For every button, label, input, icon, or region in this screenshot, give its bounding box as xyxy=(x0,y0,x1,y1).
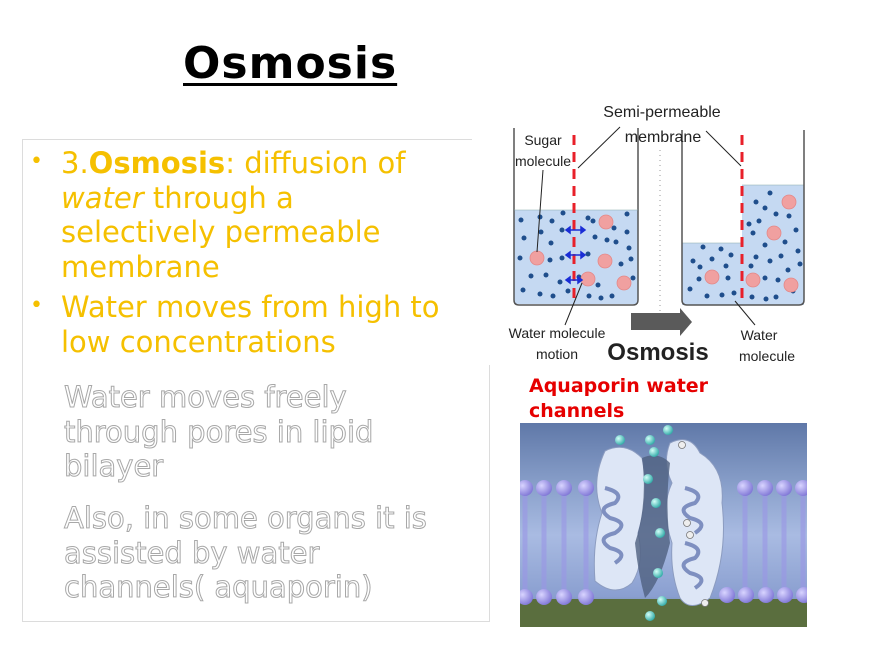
term-water: water xyxy=(61,180,144,215)
overflow-cover xyxy=(472,139,502,365)
outline-text: Water moves freely xyxy=(64,380,348,415)
bullet-list: • 3.Osmosis: diffusion of water through … xyxy=(30,146,480,365)
definition-text: selectively permeable xyxy=(61,215,381,249)
aquaporin-caption-line: channels xyxy=(529,400,625,422)
outline-paragraph-aquaporin: Also, in some organs it is assisted by w… xyxy=(64,501,484,605)
outline-text: Also, in some organs it is xyxy=(64,501,428,536)
outline-text: through pores in lipid xyxy=(64,414,374,449)
bullet-water-movement: • Water moves from high to low concentra… xyxy=(30,290,480,359)
aquaporin-channel-image xyxy=(520,423,807,627)
label-water: Water xyxy=(741,327,778,343)
bullet-dot-icon: • xyxy=(30,149,43,174)
label-water-molecule-motion: Water molecule xyxy=(509,325,606,341)
bullet-text: Water moves from high to xyxy=(61,290,440,324)
term-osmosis: Osmosis xyxy=(88,146,226,180)
outline-text: bilayer xyxy=(64,449,164,484)
osmosis-diagram-image: Semi-permeable membrane Sugar molecule W… xyxy=(509,104,805,366)
bullet-number: 3. xyxy=(61,146,89,180)
content-text-box xyxy=(22,139,490,622)
label-sugar: Sugar xyxy=(524,132,562,148)
definition-text: : diffusion of xyxy=(225,146,406,180)
label-semi-permeable: Semi-permeable xyxy=(603,104,720,121)
aquaporin-caption: Aquaporin water channels xyxy=(529,374,708,424)
bullet-osmosis-definition: • 3.Osmosis: diffusion of water through … xyxy=(30,146,480,284)
definition-text: through a xyxy=(143,180,294,215)
outline-text: channels( aquaporin) xyxy=(64,570,374,605)
definition-text: membrane xyxy=(61,249,220,284)
slide-title: Osmosis xyxy=(183,38,398,89)
aquaporin-caption-line: Aquaporin water xyxy=(529,375,709,397)
bullet-text: low concentrations xyxy=(61,324,336,359)
label-osmosis: Osmosis xyxy=(607,339,708,366)
bullet-dot-icon: • xyxy=(30,293,43,318)
outline-text: assisted by water xyxy=(64,535,320,570)
label-sugar-molecule: molecule xyxy=(515,153,571,169)
label-motion: motion xyxy=(536,346,578,362)
label-water-molecule: molecule xyxy=(739,348,795,364)
label-membrane: membrane xyxy=(625,129,702,146)
outline-paragraph-pores: Water moves freely through pores in lipi… xyxy=(64,380,484,484)
